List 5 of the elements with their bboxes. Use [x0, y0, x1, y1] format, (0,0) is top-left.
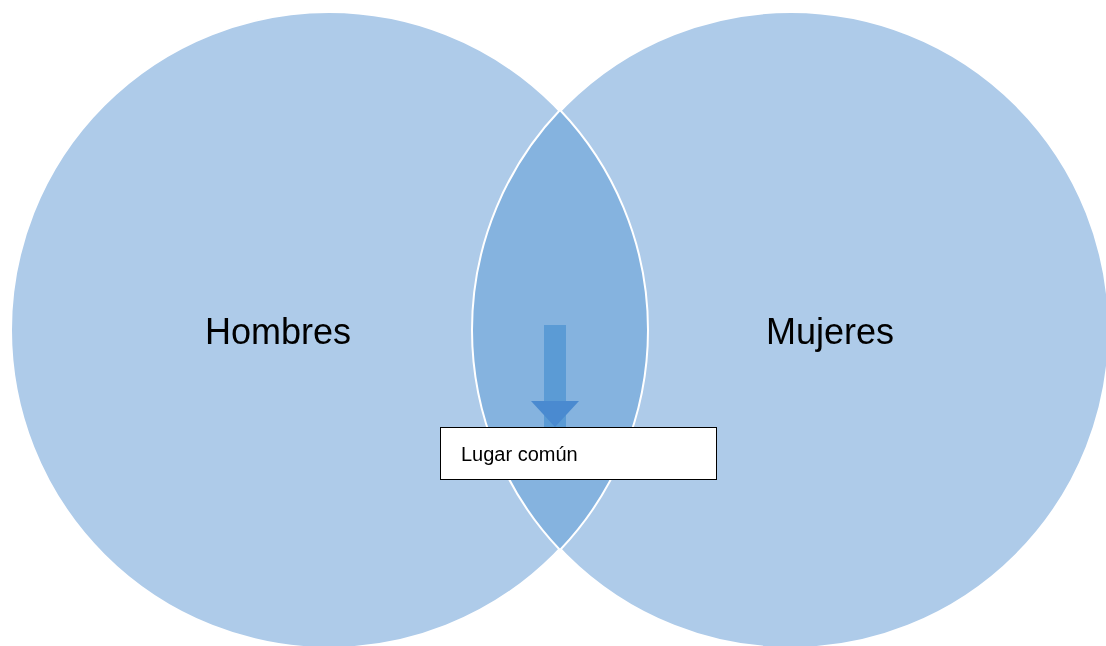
set-label: Mujeres: [766, 311, 895, 353]
label-box: [440, 427, 717, 480]
block-arrow: [531, 325, 579, 427]
set-label: Hombres: [205, 311, 352, 353]
box-label: Lugar común: [461, 443, 578, 466]
